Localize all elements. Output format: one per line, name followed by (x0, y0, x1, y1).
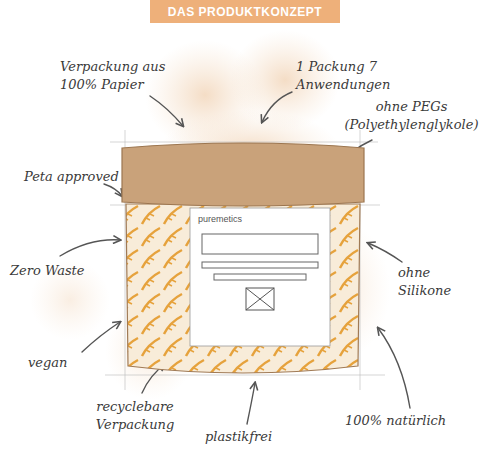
callout-label: ohne Silikone (398, 264, 484, 299)
callout-label: Peta approved (24, 168, 134, 186)
callout-label: Zero Waste (10, 262, 110, 280)
title: DAS PRODUKTKONZEPT (168, 5, 322, 19)
title-banner: DAS PRODUKTKONZEPT (150, 0, 340, 23)
leader-arrows (60, 92, 410, 424)
jar: puremetics (118, 138, 368, 378)
jar-outline (118, 138, 368, 378)
callout-label: plastikfrei (205, 428, 305, 446)
guide-lines (105, 130, 385, 390)
callout-label: ohne PEGs (Polyethylenglykole) (339, 98, 484, 133)
callout-label: 100% natürlich (345, 412, 475, 430)
callout-label: 1 Packung 7 Anwendungen (296, 58, 406, 93)
callout-label: recyclebare Verpackung (70, 398, 200, 433)
callout-label: Verpackung aus 100% Papier (60, 58, 170, 93)
brand-name: puremetics (198, 214, 242, 224)
callout-label: vegan (28, 354, 98, 372)
